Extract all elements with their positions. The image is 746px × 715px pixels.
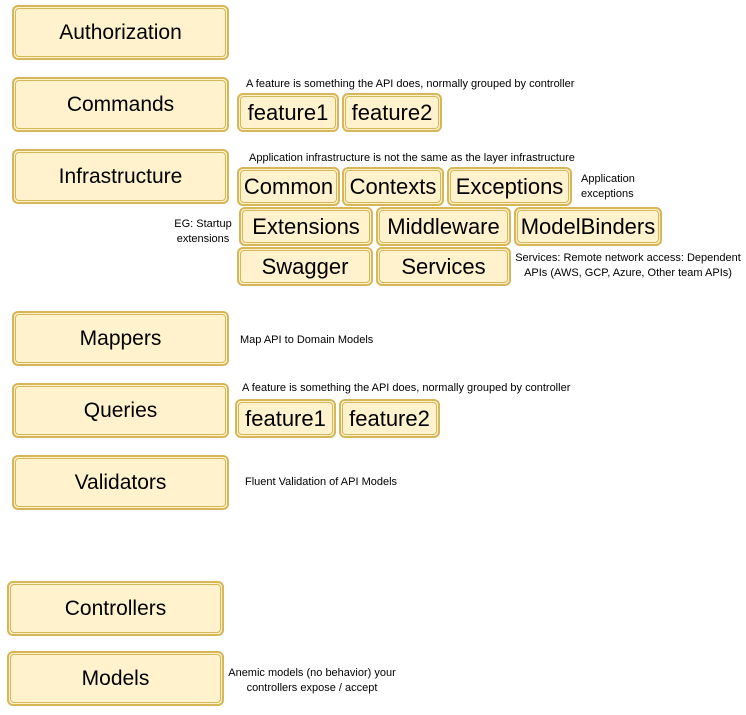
- controllers-box[interactable]: Controllers: [7, 581, 224, 636]
- controllers-label: Controllers: [64, 596, 167, 620]
- commands-feature2-box[interactable]: feature2: [342, 93, 442, 132]
- contexts-label: Contexts: [349, 173, 437, 199]
- common-box[interactable]: Common: [237, 167, 340, 206]
- infrastructure-note: Application infrastructure is not the sa…: [249, 152, 575, 164]
- exceptions-box[interactable]: Exceptions: [447, 167, 572, 206]
- swagger-label: Swagger: [261, 253, 349, 279]
- queries-note: A feature is something the API does, nor…: [242, 382, 571, 394]
- queries-feature2-label: feature2: [349, 405, 430, 431]
- commands-feature1-label: feature1: [247, 99, 329, 125]
- queries-box[interactable]: Queries: [12, 383, 229, 438]
- models-label: Models: [81, 666, 150, 690]
- models-box[interactable]: Models: [7, 651, 224, 706]
- models-note-line1: Anemic models (no behavior) your: [228, 667, 396, 679]
- mappers-note: Map API to Domain Models: [240, 334, 374, 346]
- extensions-note-line2: extensions: [176, 233, 230, 245]
- authorization-label: Authorization: [59, 20, 182, 44]
- services-note: Services: Remote network access: Depende…: [514, 251, 742, 281]
- commands-note: A feature is something the API does, nor…: [246, 78, 575, 90]
- middleware-label: Middleware: [387, 213, 500, 239]
- contexts-box[interactable]: Contexts: [342, 167, 444, 206]
- infrastructure-label: Infrastructure: [58, 164, 183, 188]
- swagger-box[interactable]: Swagger: [237, 247, 373, 286]
- commands-label: Commands: [66, 92, 175, 116]
- middleware-box[interactable]: Middleware: [376, 207, 511, 246]
- exceptions-label: Exceptions: [455, 173, 564, 199]
- queries-feature1-box[interactable]: feature1: [235, 399, 336, 438]
- infrastructure-box[interactable]: Infrastructure: [12, 149, 229, 204]
- mappers-label: Mappers: [79, 326, 162, 350]
- authorization-box[interactable]: Authorization: [12, 5, 229, 60]
- common-label: Common: [243, 173, 334, 199]
- exceptions-note-line1: Application: [581, 173, 635, 185]
- queries-label: Queries: [83, 398, 158, 422]
- modelbinders-box[interactable]: ModelBinders: [514, 207, 662, 246]
- mappers-box[interactable]: Mappers: [12, 311, 229, 366]
- validators-note: Fluent Validation of API Models: [245, 476, 398, 488]
- models-note: Anemic models (no behavior) your control…: [226, 666, 398, 696]
- models-note-line2: controllers expose / accept: [246, 682, 378, 694]
- extensions-note-line1: EG: Startup: [174, 218, 232, 230]
- queries-feature2-box[interactable]: feature2: [339, 399, 440, 438]
- extensions-label: Extensions: [252, 213, 360, 239]
- services-note-line1: Services: Remote network access: Depende…: [515, 252, 741, 264]
- commands-box[interactable]: Commands: [12, 77, 229, 132]
- services-box[interactable]: Services: [376, 247, 511, 286]
- commands-feature1-box[interactable]: feature1: [237, 93, 339, 132]
- queries-feature1-label: feature1: [245, 405, 326, 431]
- commands-feature2-label: feature2: [351, 99, 433, 125]
- exceptions-note-line2: exceptions: [581, 188, 634, 200]
- exceptions-note: Application exceptions: [581, 172, 635, 202]
- validators-label: Validators: [74, 470, 167, 494]
- extensions-note: EG: Startup extensions: [170, 217, 236, 247]
- validators-box[interactable]: Validators: [12, 455, 229, 510]
- modelbinders-label: ModelBinders: [520, 213, 656, 239]
- services-note-line2: APIs (AWS, GCP, Azure, Other team APIs): [524, 267, 732, 279]
- extensions-box[interactable]: Extensions: [239, 207, 373, 246]
- services-label: Services: [401, 253, 486, 279]
